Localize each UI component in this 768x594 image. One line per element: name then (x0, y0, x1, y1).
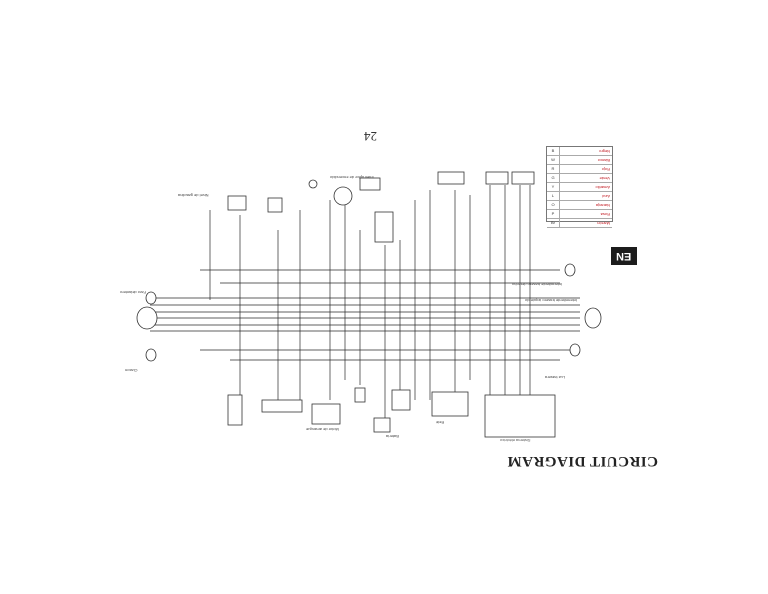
legend-code: W (547, 156, 560, 164)
legend-code: L (547, 192, 560, 200)
legend-code: R (547, 165, 560, 173)
label-turn-right: Intermitente trasero derecho (512, 282, 563, 287)
coil (227, 394, 243, 426)
turn-signal-lamp (145, 348, 157, 362)
label-turn-left: Intermitente trasero izquierdo (525, 298, 578, 303)
headlight-lamp (136, 306, 158, 330)
component-box (267, 197, 283, 213)
legend-code: Br (547, 219, 560, 227)
diagram-subtitle: Sistema eléctrico (500, 438, 531, 443)
language-tab: EN (611, 247, 637, 265)
component-box (511, 171, 535, 185)
label-horn: Claxon (125, 368, 138, 373)
label-battery: Batería (386, 434, 399, 439)
legend-code: P (547, 210, 560, 218)
legend-code: G (547, 174, 560, 182)
label-starter: Motor de arranque (306, 427, 339, 432)
rectifier (311, 403, 341, 425)
label-fuel: Nivel de gasolina (178, 193, 209, 198)
label-relay: Relé (436, 420, 445, 425)
label-rear-light: Luz trasera (545, 375, 566, 380)
legend-code: Y (547, 183, 560, 191)
starter-relay (373, 417, 391, 433)
instrument-panel (484, 394, 556, 438)
component-box (437, 171, 465, 185)
tail-lamp (584, 307, 602, 329)
diagram-title: CIRCUIT DIAGRAM (507, 453, 658, 469)
legend-code: O (547, 201, 560, 209)
connector-block (261, 399, 303, 413)
component-box (359, 177, 381, 191)
label-headlight: Faro delantero (120, 290, 147, 295)
turn-signal-lamp (569, 343, 581, 357)
component-box (485, 171, 509, 185)
turn-signal-lamp (145, 291, 157, 305)
battery (391, 389, 411, 411)
cdi-unit (431, 391, 469, 417)
meter-indicator (308, 179, 318, 189)
label-ignition: Interruptor de encendido (330, 175, 374, 180)
fuse (354, 387, 366, 403)
component-box (227, 195, 247, 211)
legend-code: B (547, 147, 560, 155)
component-box (374, 211, 394, 243)
turn-signal-lamp (564, 263, 576, 277)
ignition-switch (333, 186, 353, 206)
